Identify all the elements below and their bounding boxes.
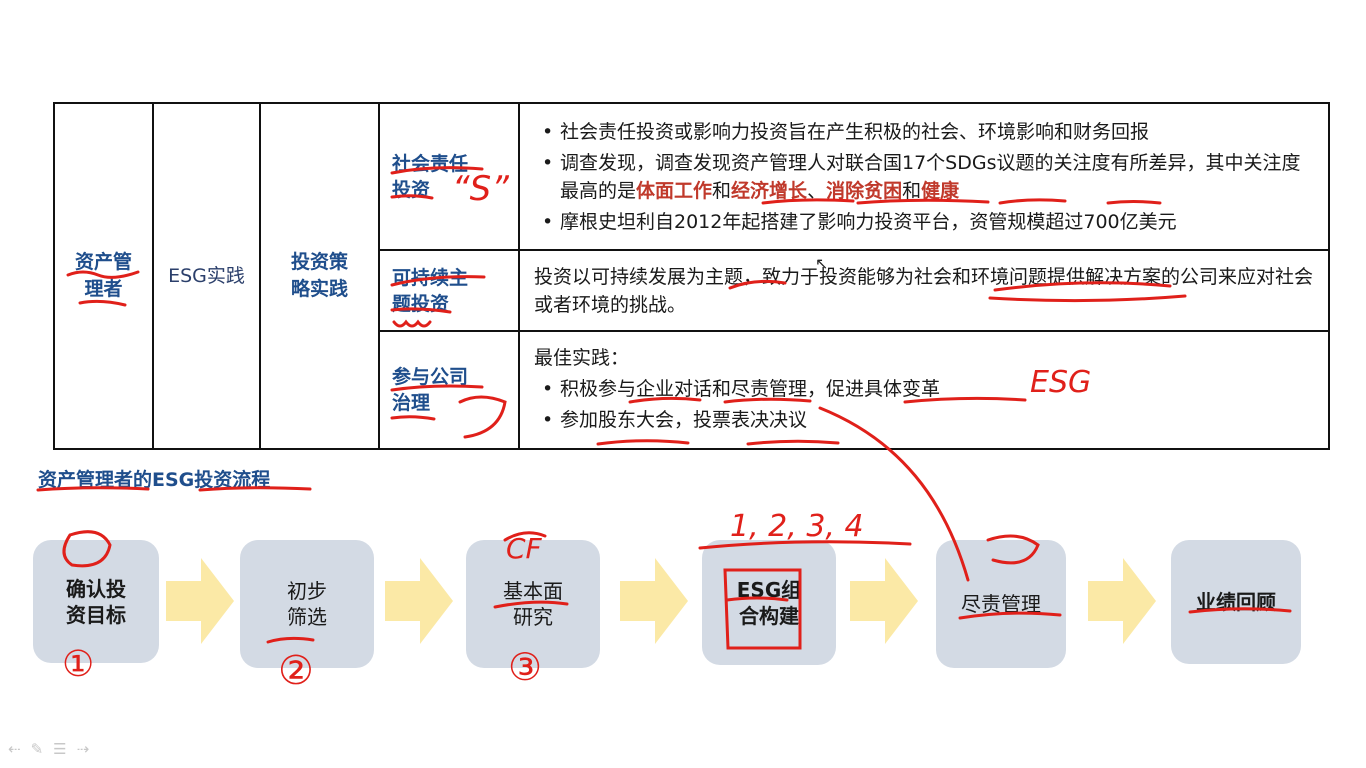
mouse-cursor-icon: ↖ <box>815 254 829 273</box>
best-practice-intro: 最佳实践： <box>534 346 630 369</box>
bullet-item: 参加股东大会，投票表决决议 <box>534 406 1314 434</box>
corporate-governance-description: 最佳实践： 积极参与企业对话和尽责管理，促进具体变革 参加股东大会，投票表决决议 <box>518 330 1330 450</box>
strategy-line: 参与公司 <box>392 366 469 388</box>
strategy-social-responsibility: 社会责任 投资 <box>378 102 520 251</box>
step-label-line: 筛选 <box>287 605 327 629</box>
bullet-text: 调查发现，调查发现资产管理人对联合国17个SDGs议题的关注度有所差异，其中关注… <box>560 151 1301 202</box>
highlight-text: 消除贫困 <box>826 179 903 202</box>
investor-label-line1: 资产管 <box>74 251 132 273</box>
pen-icon[interactable]: ✎ <box>30 740 44 758</box>
step-label-line: 资目标 <box>66 602 126 627</box>
strategy-sustainable-theme: 可持续主 题投资 <box>378 249 520 332</box>
bullet-item: 摩根史坦利自2012年起搭建了影响力投资平台，资管规模超过700亿美元 <box>534 208 1314 236</box>
flow-arrow-icon <box>620 558 688 644</box>
strategy-practice-cell: 投资策 略实践 <box>259 102 380 450</box>
strategy-label-line2: 略实践 <box>290 278 348 300</box>
step-label-line: 初步 <box>287 579 327 603</box>
step-label-line: 合构建 <box>738 603 799 628</box>
investor-category-cell: 资产管 理者 <box>53 102 154 450</box>
joiner-text: 、 <box>807 179 827 202</box>
strategy-line: 社会责任 <box>392 152 469 175</box>
menu-icon[interactable]: ☰ <box>53 740 67 758</box>
bullet-item: 社会责任投资或影响力投资旨在产生积极的社会、环境影响和财务回报 <box>534 118 1314 146</box>
esg-practice-cell: ESG实践 <box>152 102 261 450</box>
bullet-item: 积极参与企业对话和尽责管理，促进具体变革 <box>534 375 1314 403</box>
step-esg-portfolio: ESG组合构建 <box>702 540 836 665</box>
sequence-annotation: 1, 2, 3, 4 <box>730 509 864 544</box>
slide-nav-controls: ⇠ ✎ ☰ ⇢ <box>8 740 89 758</box>
esg-strategy-table: 资产管 理者 ESG实践 投资策 略实践 社会责任 投资 社会责任投资或影响力投… <box>53 102 1330 450</box>
step-stewardship: 尽责管理 <box>936 540 1066 668</box>
step-performance-review: 业绩回顾 <box>1171 540 1301 664</box>
flow-arrow-icon <box>166 558 234 644</box>
step-label-line: 尽责管理 <box>961 592 1041 616</box>
step-label-line: 研究 <box>513 605 553 629</box>
strategy-corporate-governance: 参与公司 治理 <box>378 330 520 450</box>
flow-arrow-icon <box>850 558 918 644</box>
step-label-line: ESG组 <box>736 577 802 602</box>
step-label-line: 确认投 <box>66 576 126 601</box>
step-label-line: 基本面 <box>503 579 563 603</box>
bullet-item: 调查发现，调查发现资产管理人对联合国17个SDGs议题的关注度有所差异，其中关注… <box>534 149 1314 205</box>
strategy-line: 题投资 <box>392 292 450 315</box>
step-confirm-goal: 确认投资目标 <box>33 540 159 663</box>
next-arrow-icon[interactable]: ⇢ <box>76 740 90 758</box>
investor-label-line2: 理者 <box>84 278 123 300</box>
strategy-line: 可持续主 <box>392 266 469 289</box>
prev-arrow-icon[interactable]: ⇠ <box>8 740 21 758</box>
flow-arrow-icon <box>1088 558 1156 644</box>
social-responsibility-description: 社会责任投资或影响力投资旨在产生积极的社会、环境影响和财务回报 调查发现，调查发… <box>518 102 1330 251</box>
joiner-text: 和 <box>902 179 922 202</box>
strategy-label-line1: 投资策 <box>290 251 348 273</box>
strategy-line: 治理 <box>392 392 431 414</box>
step-label-line: 业绩回顾 <box>1196 590 1276 614</box>
process-section-title: 资产管理者的ESG投资流程 <box>38 469 271 491</box>
strategy-line: 投资 <box>392 178 431 201</box>
highlight-text: 健康 <box>921 179 960 202</box>
highlight-text: 体面工作 <box>636 179 713 202</box>
flow-arrow-icon <box>385 558 453 644</box>
sustainable-theme-description: 投资以可持续发展为主题，致力于投资能够为社会和环境问题提供解决方案的公司来应对社… <box>518 249 1330 332</box>
joiner-text: 和 <box>712 179 732 202</box>
highlight-text: 经济增长 <box>731 179 808 202</box>
step-fundamental-research: 基本面研究 <box>466 540 600 668</box>
step-initial-screening: 初步筛选 <box>240 540 374 668</box>
